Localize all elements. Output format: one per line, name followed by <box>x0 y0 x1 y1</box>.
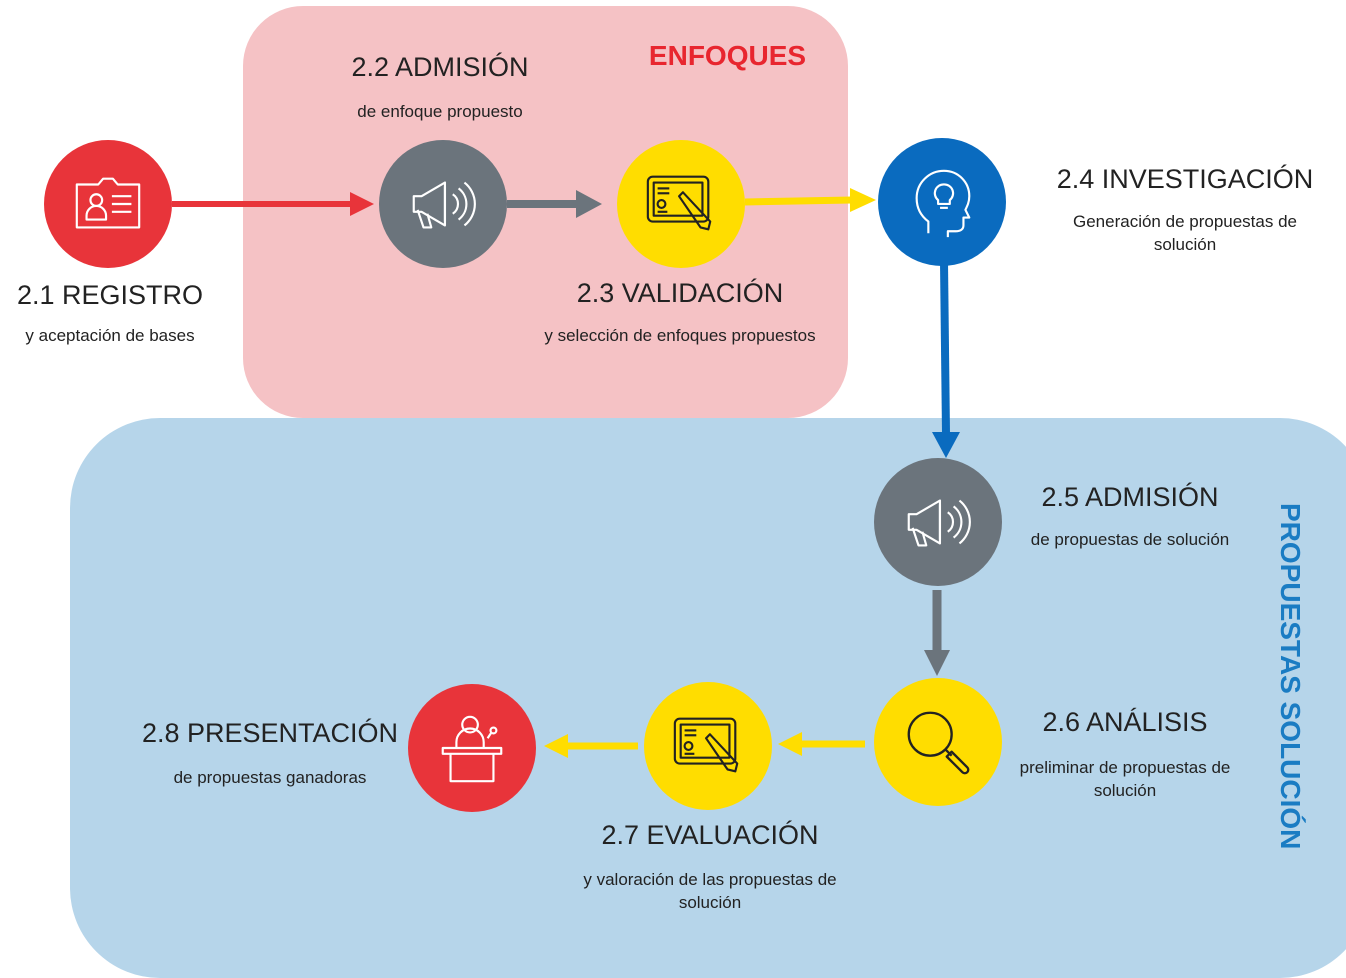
arrow-2-3-to-2-4 <box>744 188 876 212</box>
enfoques-zone <box>243 6 848 418</box>
connector-arrows <box>172 188 960 758</box>
step-2-7-title: 2.7 EVALUACIÓN <box>601 820 819 850</box>
arrow-2-6-to-2-7 <box>778 732 865 756</box>
step-2-6-node <box>874 678 1002 806</box>
arrow-2-1-to-2-2 <box>172 192 374 216</box>
step-2-1-node <box>44 140 172 268</box>
step-2-4-node <box>878 138 1006 266</box>
step-2-2-title: 2.2 ADMISIÓN <box>351 52 529 82</box>
arrow-2-4-to-2-5 <box>932 261 960 458</box>
tablet-pen-icon <box>673 717 739 773</box>
step-2-8-node <box>408 684 536 812</box>
step-2-1-subtitle: y aceptación de bases <box>25 326 195 345</box>
head-lightbulb-icon <box>915 169 971 238</box>
step-2-8-subtitle: de propuestas ganadoras <box>173 768 367 787</box>
step-2-2-node <box>379 140 507 268</box>
step-2-7-subtitle: y valoración de las propuestas de soluci… <box>583 870 837 912</box>
step-2-3-subtitle: y selección de enfoques propuestos <box>544 326 816 345</box>
arrow-2-5-to-2-6 <box>924 590 950 676</box>
step-2-5-subtitle: de propuestas de solución <box>1030 530 1230 549</box>
step-2-7-node <box>644 682 772 810</box>
step-2-3-node <box>617 140 745 268</box>
megaphone-icon <box>907 499 971 547</box>
step-2-4-title: 2.4 INVESTIGACIÓN <box>1056 164 1314 194</box>
step-2-5-title: 2.5 ADMISIÓN <box>1041 482 1219 512</box>
megaphone-icon <box>412 181 476 229</box>
speaker-podium-icon <box>441 715 503 783</box>
enfoques-zone-label: ENFOQUES <box>648 40 807 71</box>
step-2-6-title: 2.6 ANÁLISIS <box>1042 707 1208 737</box>
step-2-6-subtitle: preliminar de propuestas de solución <box>1019 758 1231 800</box>
step-2-5-node <box>874 458 1002 586</box>
tablet-pen-icon <box>646 175 712 231</box>
step-2-4-subtitle: Generación de propuestas de solución <box>1073 212 1297 254</box>
step-2-2-subtitle: de enfoque propuesto <box>357 102 523 121</box>
magnifier-icon <box>907 711 970 775</box>
step-2-8-title: 2.8 PRESENTACIÓN <box>141 718 399 748</box>
step-2-3-title: 2.3 VALIDACIÓN <box>576 278 784 308</box>
arrow-2-2-to-2-3 <box>507 190 602 218</box>
step-2-1-title: 2.1 REGISTRO <box>16 280 204 310</box>
id-card-icon <box>75 177 141 229</box>
arrow-2-7-to-2-8 <box>544 734 638 758</box>
